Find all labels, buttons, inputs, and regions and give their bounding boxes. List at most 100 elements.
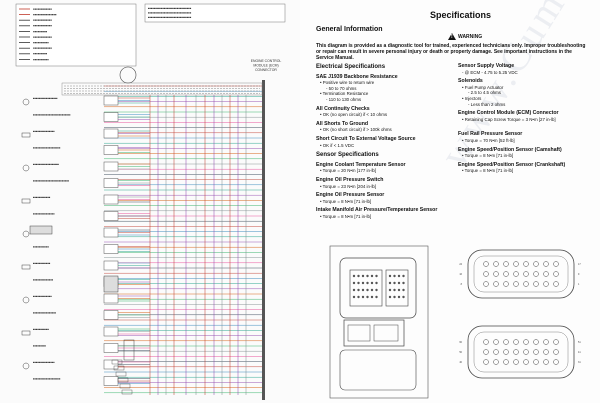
ecm-pin bbox=[388, 274, 392, 278]
spec-left-value: • Torque = 23 N•m [204 in-lb] bbox=[320, 183, 377, 189]
connector-pin bbox=[493, 359, 499, 365]
ecm-pin bbox=[352, 281, 356, 285]
sensor-label: ■■■■■■■■■ bbox=[33, 345, 47, 348]
ecm-pin bbox=[361, 274, 365, 278]
connector-pin bbox=[503, 359, 509, 365]
sensor-label: ■■■■■■■■■■■ bbox=[33, 328, 49, 331]
ecm-pin bbox=[375, 281, 378, 285]
note-line: ■■■■■■■■■■■■■■■■■■■■■■■■■■■■■■ bbox=[148, 16, 192, 19]
ecm-pin bbox=[393, 288, 396, 292]
sensor-connector bbox=[103, 112, 119, 122]
connector-pin bbox=[533, 271, 539, 277]
spec-left-heading: Intake Manifold Air Pressure/Temperature… bbox=[316, 207, 438, 214]
page-title: Specifications bbox=[430, 10, 492, 20]
injector-icon bbox=[121, 389, 133, 395]
tachometer-icon bbox=[119, 66, 137, 84]
sensor-icon bbox=[22, 164, 30, 172]
sensor-connector bbox=[103, 310, 119, 320]
ecm-pin bbox=[361, 288, 365, 292]
connector-pin bbox=[553, 281, 559, 287]
warning-label: WARNING bbox=[458, 33, 483, 40]
legend-label: ■■■■■■■■■■■■ bbox=[33, 19, 52, 22]
spec-left-value: • Torque = 8 N•m [71 in-lb] bbox=[320, 213, 372, 219]
spec-left-value: • Termination Resistance bbox=[320, 91, 369, 97]
general-information-title: General Information bbox=[316, 26, 383, 33]
sensor-icon bbox=[22, 98, 30, 106]
connector-pin bbox=[553, 349, 559, 355]
sensor-connector bbox=[103, 359, 119, 370]
spec-left-value: - 110 to 130 ohms bbox=[326, 96, 362, 102]
spec-right-heading: Sensor Supply Voltage bbox=[458, 63, 515, 69]
ecm-pin bbox=[357, 281, 360, 285]
ecm-label-line: ENGINE CONTROL bbox=[251, 59, 282, 63]
ecm-pin bbox=[366, 288, 369, 292]
sensor-connector bbox=[103, 95, 119, 106]
ecm-pin bbox=[366, 274, 369, 278]
spec-left-heading: Engine Oil Pressure Sensor bbox=[316, 192, 385, 199]
ecm-pin bbox=[402, 274, 405, 278]
legend-label: ■■■■■■■■■■ bbox=[33, 58, 49, 61]
connector-pin bbox=[493, 339, 499, 345]
connector-pin bbox=[513, 359, 519, 365]
ecm-pin bbox=[375, 288, 378, 292]
connector-pin bbox=[503, 339, 509, 345]
ecm-pin bbox=[370, 288, 374, 292]
connector-pin bbox=[543, 281, 549, 287]
connector-pin bbox=[493, 281, 499, 287]
legend-label: ■■■■■■■■■■■■ bbox=[33, 8, 52, 11]
sensor-icon bbox=[22, 362, 30, 370]
wiring-diagram: ■■■■■■■■■■■■■■■■■■■■■■■■■■■■■■■■■■■■■■■■… bbox=[15, 3, 286, 400]
injector-icon bbox=[117, 377, 129, 383]
sensor-label: ■■■■■■■■■■■■■■■■ bbox=[33, 312, 57, 315]
sensor-label: ■■■■■■■■■■■■■■■■■■■ bbox=[33, 147, 61, 150]
sensor-body-icon bbox=[29, 225, 53, 235]
sensor-connector bbox=[103, 343, 119, 353]
spec-right-heading: Engine Control Module (ECM) Connector bbox=[458, 110, 559, 117]
sensor-label: ■■■■■■■■■■■■■■■■■■■ bbox=[33, 378, 61, 381]
ecm-pin bbox=[388, 281, 392, 285]
warning-banner: WARNING bbox=[448, 33, 482, 40]
ecm-pin bbox=[361, 295, 365, 299]
connector-pin bbox=[483, 281, 489, 287]
ecm-pin bbox=[370, 295, 374, 299]
sensor-label: ■■■■■■■■■■■■■■■■■■■■■■■■■ bbox=[33, 180, 70, 183]
notes-box bbox=[144, 3, 286, 23]
legend-box bbox=[15, 3, 137, 67]
spec-left-heading: Engine Coolant Temperature Sensor bbox=[316, 161, 406, 168]
sensor-label: ■■■■■■■■■■■■ bbox=[33, 262, 51, 265]
spec-right-value: - 2.5 to 4.5 ohms bbox=[468, 90, 501, 96]
sensor-label: ■■■■■■■■■■■■■■■ bbox=[33, 361, 55, 364]
ecm-pin bbox=[357, 288, 360, 292]
spec-right-value: - Less than 2 ohms bbox=[468, 101, 506, 107]
ecm-pin bbox=[402, 288, 405, 292]
sensor-body-icon bbox=[103, 275, 119, 293]
sensor-icon bbox=[21, 330, 31, 336]
spec-left-value: • OK (no short circuit) if > 100k ohms bbox=[320, 127, 392, 133]
sensor-label: ■■■■■■■■■■■■■■■■■■■■■■■■■■ bbox=[33, 114, 71, 117]
wires bbox=[64, 85, 262, 395]
pin-number: 17 bbox=[578, 263, 581, 266]
connector-pin bbox=[513, 271, 519, 277]
legend-label: ■■■■■■■■■ bbox=[33, 30, 48, 33]
connector-pin bbox=[523, 339, 529, 345]
specifications-page: www.Cummins Inc. Specifications General … bbox=[300, 0, 600, 403]
connector-pin bbox=[533, 359, 539, 365]
spec-right-value: • Retaining Cap Screw Torque = 3 N•m [27… bbox=[462, 116, 556, 122]
ecm-connector-bar bbox=[262, 80, 265, 400]
note-line: ■■■■■■■■■■■■■■■■■■■■■■■■■■■■■■ bbox=[148, 7, 192, 10]
ecm-pin bbox=[361, 281, 365, 285]
ecm-pin bbox=[393, 274, 396, 278]
injector-icon bbox=[119, 383, 131, 389]
spec-right-value: • Torque = 8 N•m [71 in-lb] bbox=[462, 168, 514, 174]
sensor-connector bbox=[103, 211, 119, 221]
harness-box bbox=[61, 82, 263, 96]
pin-number: 9 bbox=[578, 273, 580, 276]
sensors: ■■■■■■■■■■■■■■■■■■■■■■■■■■■■■■■■■■■■■■■■… bbox=[21, 66, 137, 395]
spec-right-value: • Fuel Pump Actuator bbox=[462, 84, 504, 90]
connector-pin bbox=[553, 261, 559, 267]
sensor-connector bbox=[103, 128, 119, 139]
connector-pin bbox=[503, 271, 509, 277]
